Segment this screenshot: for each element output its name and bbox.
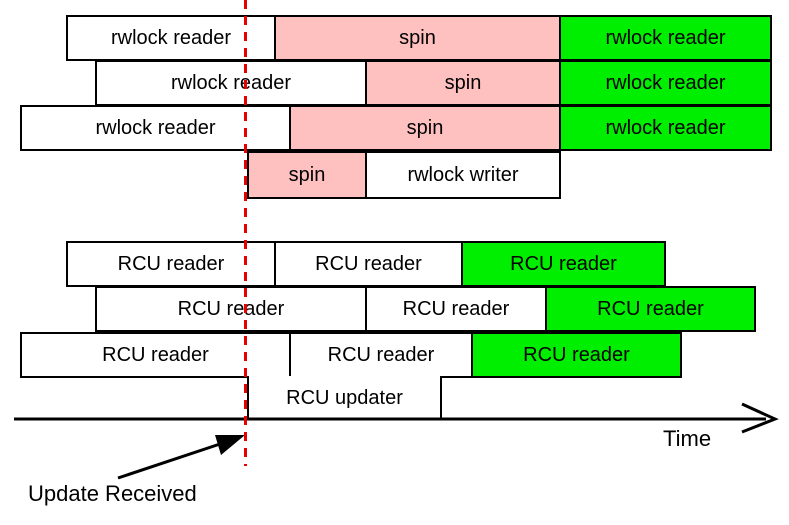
time-axis-label: Time [663, 426, 712, 451]
update-received-label: Update Received [28, 481, 197, 506]
rwlock-reader-row-3-segment-2: spin [290, 105, 561, 151]
rcu-updater-row-segment-1: RCU updater [247, 376, 442, 420]
rcu-reader-row-2-segment-2: RCU reader [366, 286, 547, 332]
rwlock-writer-row-segment-2: rwlock writer [366, 151, 561, 199]
rwlock-reader-row-2-segment-2: spin [366, 60, 561, 106]
rcu-reader-row-1-segment-1: RCU reader [66, 241, 276, 287]
rwlock-reader-row-1-segment-3: rwlock reader [560, 15, 772, 61]
rcu-reader-row-3-segment-3: RCU reader [472, 332, 682, 378]
rcu-reader-row-2-segment-3: RCU reader [546, 286, 756, 332]
rwlock-reader-row-3-segment-3: rwlock reader [560, 105, 772, 151]
rcu-reader-row-1-segment-3: RCU reader [462, 241, 666, 287]
rwlock-reader-row-2-segment-3: rwlock reader [560, 60, 772, 106]
rcu-reader-row-1-segment-2: RCU reader [275, 241, 463, 287]
rwlock-writer-row-segment-1: spin [247, 151, 367, 199]
rwlock-reader-row-1-segment-1: rwlock reader [66, 15, 276, 61]
